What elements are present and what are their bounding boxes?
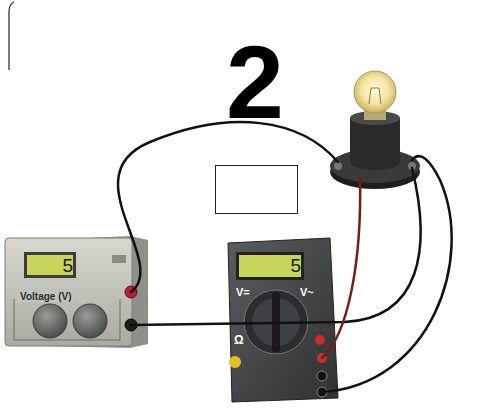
range-label: V= bbox=[236, 287, 250, 298]
display-reading: 5 bbox=[62, 256, 73, 275]
answer-box bbox=[216, 166, 298, 214]
margin-line bbox=[9, 2, 14, 70]
power-supply bbox=[5, 236, 148, 348]
range-label: Ω bbox=[234, 334, 244, 346]
callout-number: 2 bbox=[226, 30, 284, 134]
panel-label: Voltage (V) bbox=[18, 292, 73, 302]
multimeter bbox=[228, 238, 338, 402]
lamp bbox=[330, 71, 420, 189]
wires bbox=[118, 122, 452, 392]
range-label: V~ bbox=[300, 287, 314, 298]
display-reading: 5 bbox=[290, 256, 301, 275]
